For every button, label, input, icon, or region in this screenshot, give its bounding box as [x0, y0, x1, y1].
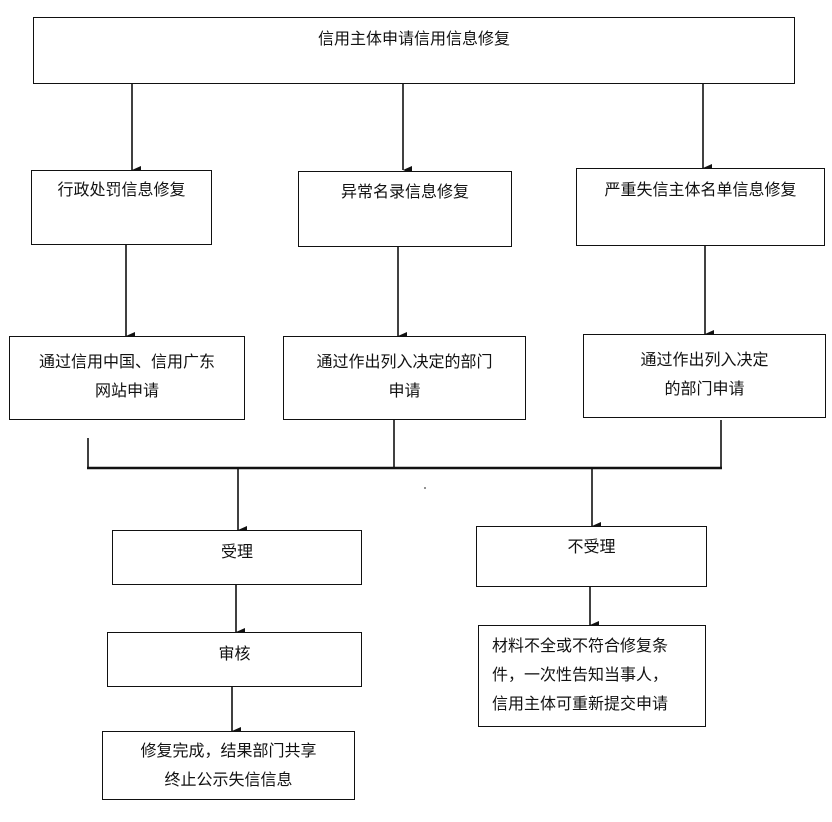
top-box: 信用主体申请信用信息修复 [33, 17, 795, 84]
channel-1-line-2: 网站申请 [94, 381, 159, 400]
review-label: 审核 [218, 644, 251, 663]
reject-note-box: 材料不全或不符合修复条 件，一次性告知当事人， 信用主体可重新提交申请 [478, 625, 706, 727]
category-title-3: 严重失信主体名单信息修复 [604, 180, 797, 199]
channel-3-line-2: 的部门申请 [664, 379, 745, 398]
reject-label: 不受理 [567, 537, 616, 556]
reject-note-line-2: 件，一次性告知当事人， [492, 665, 669, 684]
channel-box-2: 通过作出列入决定的部门 申请 [283, 336, 526, 420]
category-box-3: 严重失信主体名单信息修复 [576, 168, 825, 246]
category-title-2: 异常名录信息修复 [340, 182, 469, 201]
reject-note-line-1: 材料不全或不符合修复条 [492, 636, 669, 655]
channel-2-line-2: 申请 [388, 381, 421, 400]
channel-1-line-1: 通过信用中国、信用广东 [38, 352, 215, 371]
category-title-1: 行政处罚信息修复 [57, 180, 186, 199]
channel-3-line-1: 通过作出列入决定 [640, 350, 769, 369]
stray-dot [424, 487, 426, 489]
accept-box: 受理 [112, 530, 362, 585]
category-box-2: 异常名录信息修复 [298, 171, 512, 247]
reject-box: 不受理 [476, 526, 707, 587]
reject-note-line-3: 信用主体可重新提交申请 [492, 694, 669, 713]
result-box: 修复完成，结果部门共享 终止公示失信信息 [102, 731, 355, 800]
channel-2-line-1: 通过作出列入决定的部门 [316, 352, 493, 371]
top-title: 信用主体申请信用信息修复 [317, 29, 510, 48]
review-box: 审核 [107, 632, 362, 687]
channel-box-1: 通过信用中国、信用广东 网站申请 [9, 336, 245, 420]
channel-box-3: 通过作出列入决定 的部门申请 [583, 334, 826, 418]
accept-label: 受理 [220, 542, 253, 561]
result-line-1: 修复完成，结果部门共享 [140, 741, 317, 760]
result-line-2: 终止公示失信信息 [164, 770, 293, 789]
category-box-1: 行政处罚信息修复 [31, 170, 212, 245]
